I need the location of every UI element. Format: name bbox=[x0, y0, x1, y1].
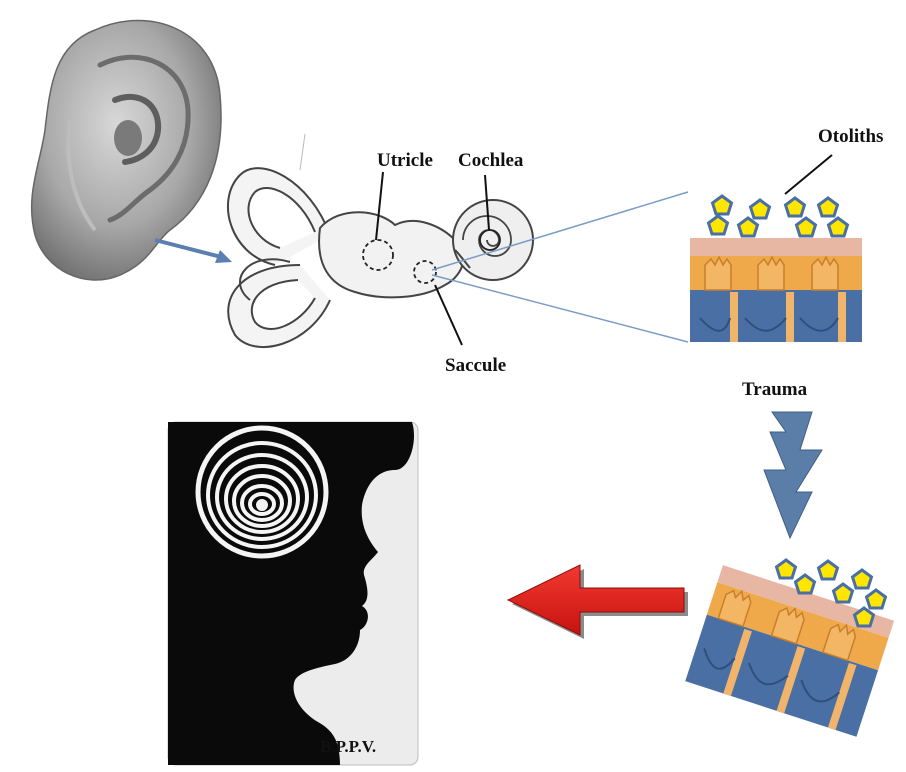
label-cochlea: Cochlea bbox=[458, 150, 523, 172]
otoliths-pointer bbox=[785, 155, 832, 194]
otolith-tissue-icon bbox=[690, 196, 862, 342]
displaced-otolith-tissue-icon bbox=[685, 565, 894, 737]
red-arrow-icon bbox=[508, 565, 688, 639]
bppv-panel bbox=[168, 422, 418, 765]
label-saccule: Saccule bbox=[445, 355, 506, 377]
lightning-bolt-icon bbox=[764, 412, 822, 538]
label-otoliths: Otoliths bbox=[818, 126, 883, 148]
label-bppv: B.P.P.V. bbox=[320, 737, 376, 757]
label-utricle: Utricle bbox=[377, 150, 433, 172]
label-trauma: Trauma bbox=[742, 379, 807, 401]
ear-to-labyrinth-arrow bbox=[155, 240, 232, 263]
outer-ear-icon bbox=[32, 20, 221, 280]
